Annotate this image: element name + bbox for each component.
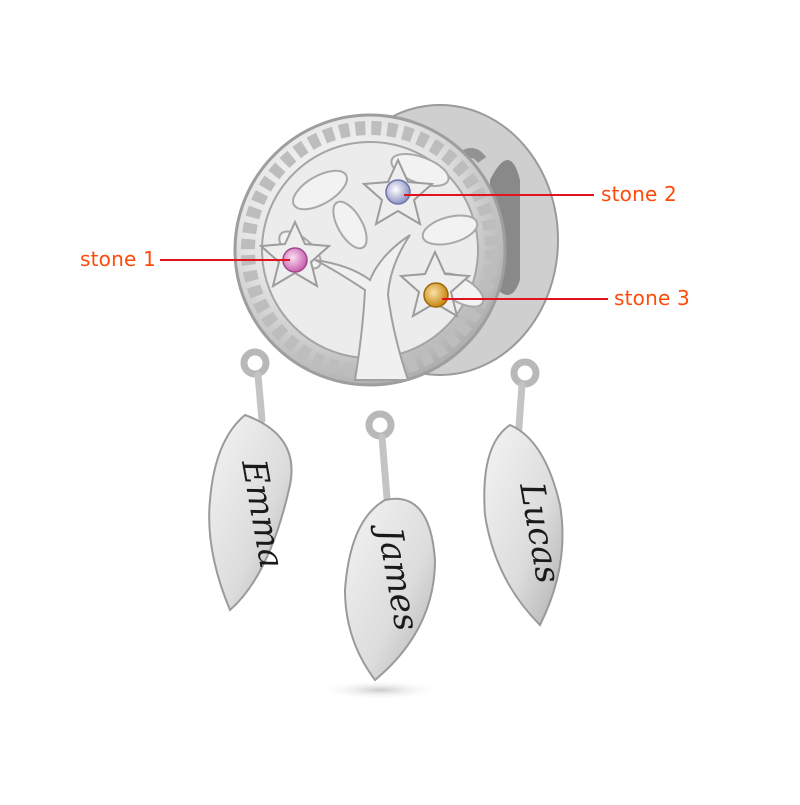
callout-label-stone-1: stone 1 — [80, 247, 156, 271]
leader-line-stone-2 — [404, 194, 594, 196]
callout-label-stone-2: stone 2 — [601, 182, 677, 206]
stone-3 — [423, 282, 449, 308]
stone-2 — [385, 179, 411, 205]
leaf-pendant-3 — [483, 423, 564, 627]
leader-line-stone-1 — [160, 259, 290, 261]
leaf-pendant-2 — [343, 497, 437, 682]
callout-label-stone-3: stone 3 — [614, 286, 690, 310]
leaf-pendant-1 — [208, 413, 293, 612]
leader-line-stone-3 — [442, 298, 608, 300]
